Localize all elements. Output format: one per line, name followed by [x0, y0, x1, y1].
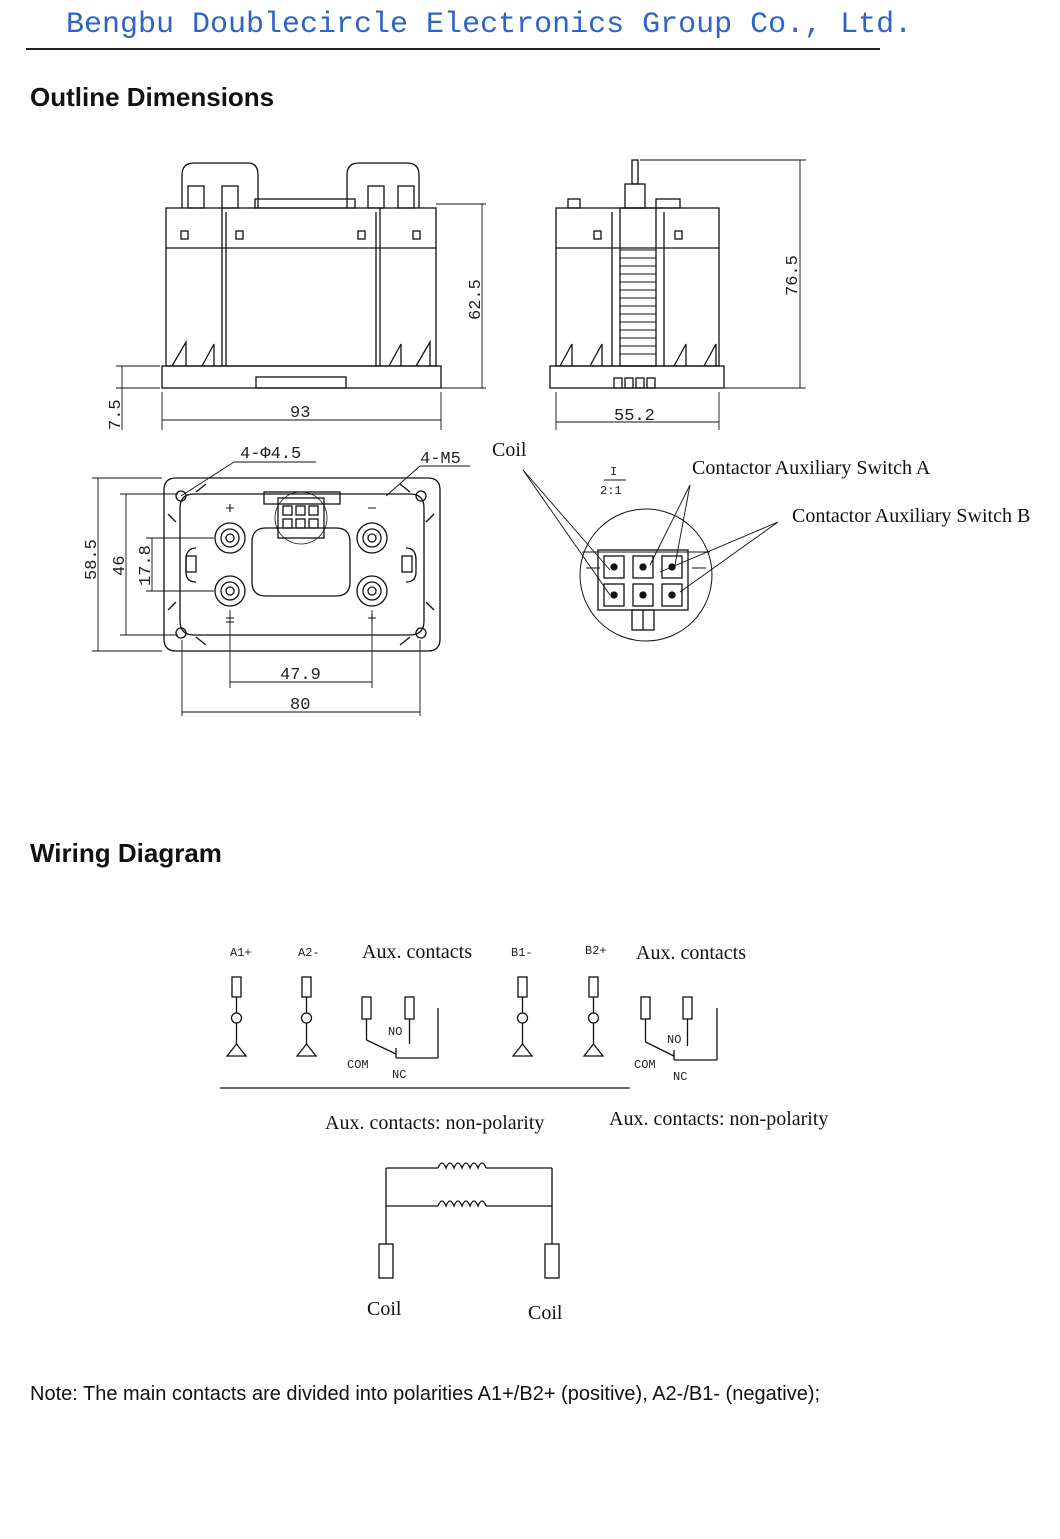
aux-left-nc: NC — [392, 1068, 406, 1082]
terminal-b2-label: B2+ — [585, 944, 607, 958]
dim-bottom-height-outer: 58.5 — [83, 539, 102, 580]
terminal-a1 — [225, 976, 248, 1057]
bottom-view: 4-Φ4.5 4-M5 58.5 46 17.8 47.9 80 — [83, 445, 470, 716]
dim-bottom-height-mid: 46 — [111, 556, 130, 576]
coil-right-label: Coil — [528, 1302, 563, 1324]
header-rule — [26, 48, 880, 50]
coil-left-label: Coil — [367, 1298, 402, 1320]
aux-switch-a-callout: Contactor Auxiliary Switch A — [692, 457, 931, 479]
wiring-diagram — [220, 976, 718, 1279]
dim-bottom-span-inner: 47.9 — [280, 666, 321, 685]
aux-nonpolarity-right: Aux. contacts: non-polarity — [609, 1108, 828, 1130]
dim-holes: 4-Φ4.5 — [240, 445, 301, 464]
dim-width-front: 93 — [290, 404, 310, 423]
front-view: 62.5 7.5 93 — [107, 162, 486, 430]
outline-dimensions-title: Outline Dimensions — [30, 82, 275, 112]
aux-switch-b-callout: Contactor Auxiliary Switch B — [792, 505, 1030, 527]
side-view: 76.5 55.2 — [549, 159, 806, 430]
wiring-diagram-title: Wiring Diagram — [30, 838, 222, 868]
dim-base-front: 7.5 — [107, 399, 126, 430]
terminal-b1 — [511, 976, 534, 1057]
coil-callout: Coil — [492, 439, 527, 461]
detail-scale-bottom: 2:1 — [600, 484, 622, 498]
dim-screws: 4-M5 — [420, 450, 461, 469]
dim-height-side: 76.5 — [784, 255, 803, 296]
polarity-note: Note: The main contacts are divided into… — [30, 1383, 821, 1405]
dim-bottom-height-inner: 17.8 — [137, 545, 156, 586]
coil-circuit — [378, 1162, 560, 1279]
aux-nonpolarity-left: Aux. contacts: non-polarity — [325, 1112, 544, 1134]
aux-switch-right — [640, 996, 718, 1061]
connector-detail: I 2:1 — [522, 465, 779, 642]
terminal-a1-label: A1+ — [230, 946, 252, 960]
terminal-b2 — [582, 976, 605, 1057]
aux-contacts-right-label: Aux. contacts — [636, 942, 746, 964]
aux-contacts-left-label: Aux. contacts — [362, 941, 472, 963]
aux-right-nc: NC — [673, 1070, 687, 1084]
dim-bottom-span-outer: 80 — [290, 696, 310, 715]
aux-left-com: COM — [347, 1058, 369, 1072]
aux-right-com: COM — [634, 1058, 656, 1072]
company-name: Bengbu Doublecircle Electronics Group Co… — [66, 8, 913, 42]
dim-height-front: 62.5 — [467, 279, 486, 320]
terminal-a2 — [295, 976, 318, 1057]
detail-scale-top: I — [610, 465, 617, 479]
aux-left-no: NO — [388, 1025, 402, 1039]
terminal-a2-label: A2- — [298, 946, 320, 960]
dim-width-side: 55.2 — [614, 407, 655, 426]
aux-right-no: NO — [667, 1033, 681, 1047]
terminal-b1-label: B1- — [511, 946, 533, 960]
aux-switch-left — [361, 996, 439, 1059]
